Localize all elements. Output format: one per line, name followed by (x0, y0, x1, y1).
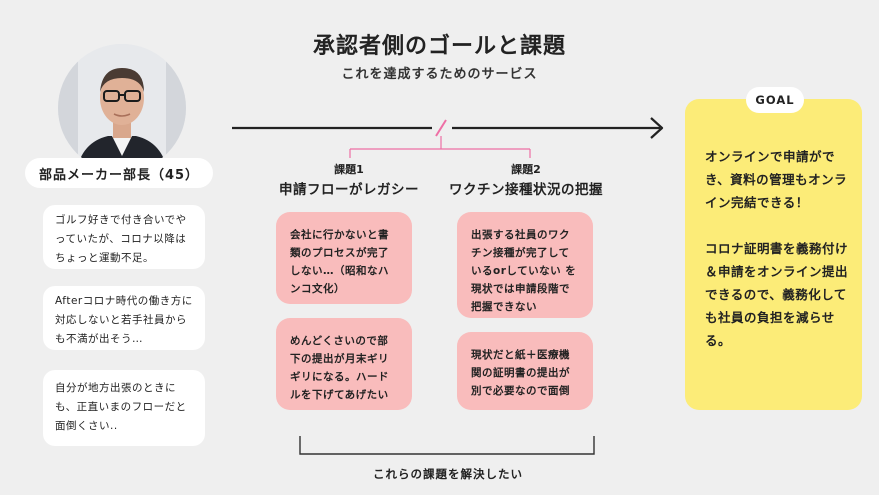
goal-text-2: コロナ証明書を義務付け＆申請をオンライン提出できるので、義務化しても社員の負担を… (705, 241, 849, 348)
persona-label: 部品メーカー部長（45） (25, 158, 213, 188)
person-photo-icon (58, 44, 186, 172)
challenge-1-card: 会社に行かないと書類のプロセスが完了しない…（昭和なハンコ文化） (276, 212, 412, 304)
goal-tag: GOAL (746, 87, 804, 113)
goal-text-1: オンラインで申請ができ、資料の管理もオンライン完結できる！ (705, 149, 848, 210)
persona-quote: Afterコロナ時代の働き方に対応しないと若手社員からも不満が出そう… (43, 286, 205, 350)
break-mark (435, 119, 447, 137)
challenge-1-label: 課題1 (334, 163, 364, 176)
bottom-bracket (299, 436, 595, 455)
goal-box: オンラインで申請ができ、資料の管理もオンライン完結できる！ コロナ証明書を義務付… (685, 99, 862, 410)
arrow-head (650, 117, 664, 139)
page-title: 承認者側のゴールと課題 (312, 34, 566, 59)
persona-quote: ゴルフ好きで付き合いでやっていたが、コロナ以降はちょっと運動不足。 (43, 205, 205, 269)
challenge-1-title: 申請フローがレガシー (279, 182, 419, 198)
challenge-2-card: 現状だと紙＋医療機関の証明書の提出が別で必要なので面倒 (457, 332, 593, 410)
challenge-2-label: 課題2 (511, 163, 541, 176)
challenge-2-title: ワクチン接種状況の把握 (449, 182, 603, 198)
page-subtitle: これを達成するためのサービス (341, 67, 538, 82)
challenge-2-card: 出張する社員のワクチン接種が完了しているorしていない を現状では申請段階で把握… (457, 212, 593, 318)
solve-challenges-label: これらの課題を解決したい (373, 467, 523, 481)
persona-quote: 自分が地方出張のときにも、正直いまのフローだと面倒くさい.. (43, 370, 205, 446)
avatar (58, 44, 186, 172)
challenge-1-card: めんどくさいので部下の提出が月末ギリギリになる。ハードルを下げてあげたい (276, 318, 412, 410)
